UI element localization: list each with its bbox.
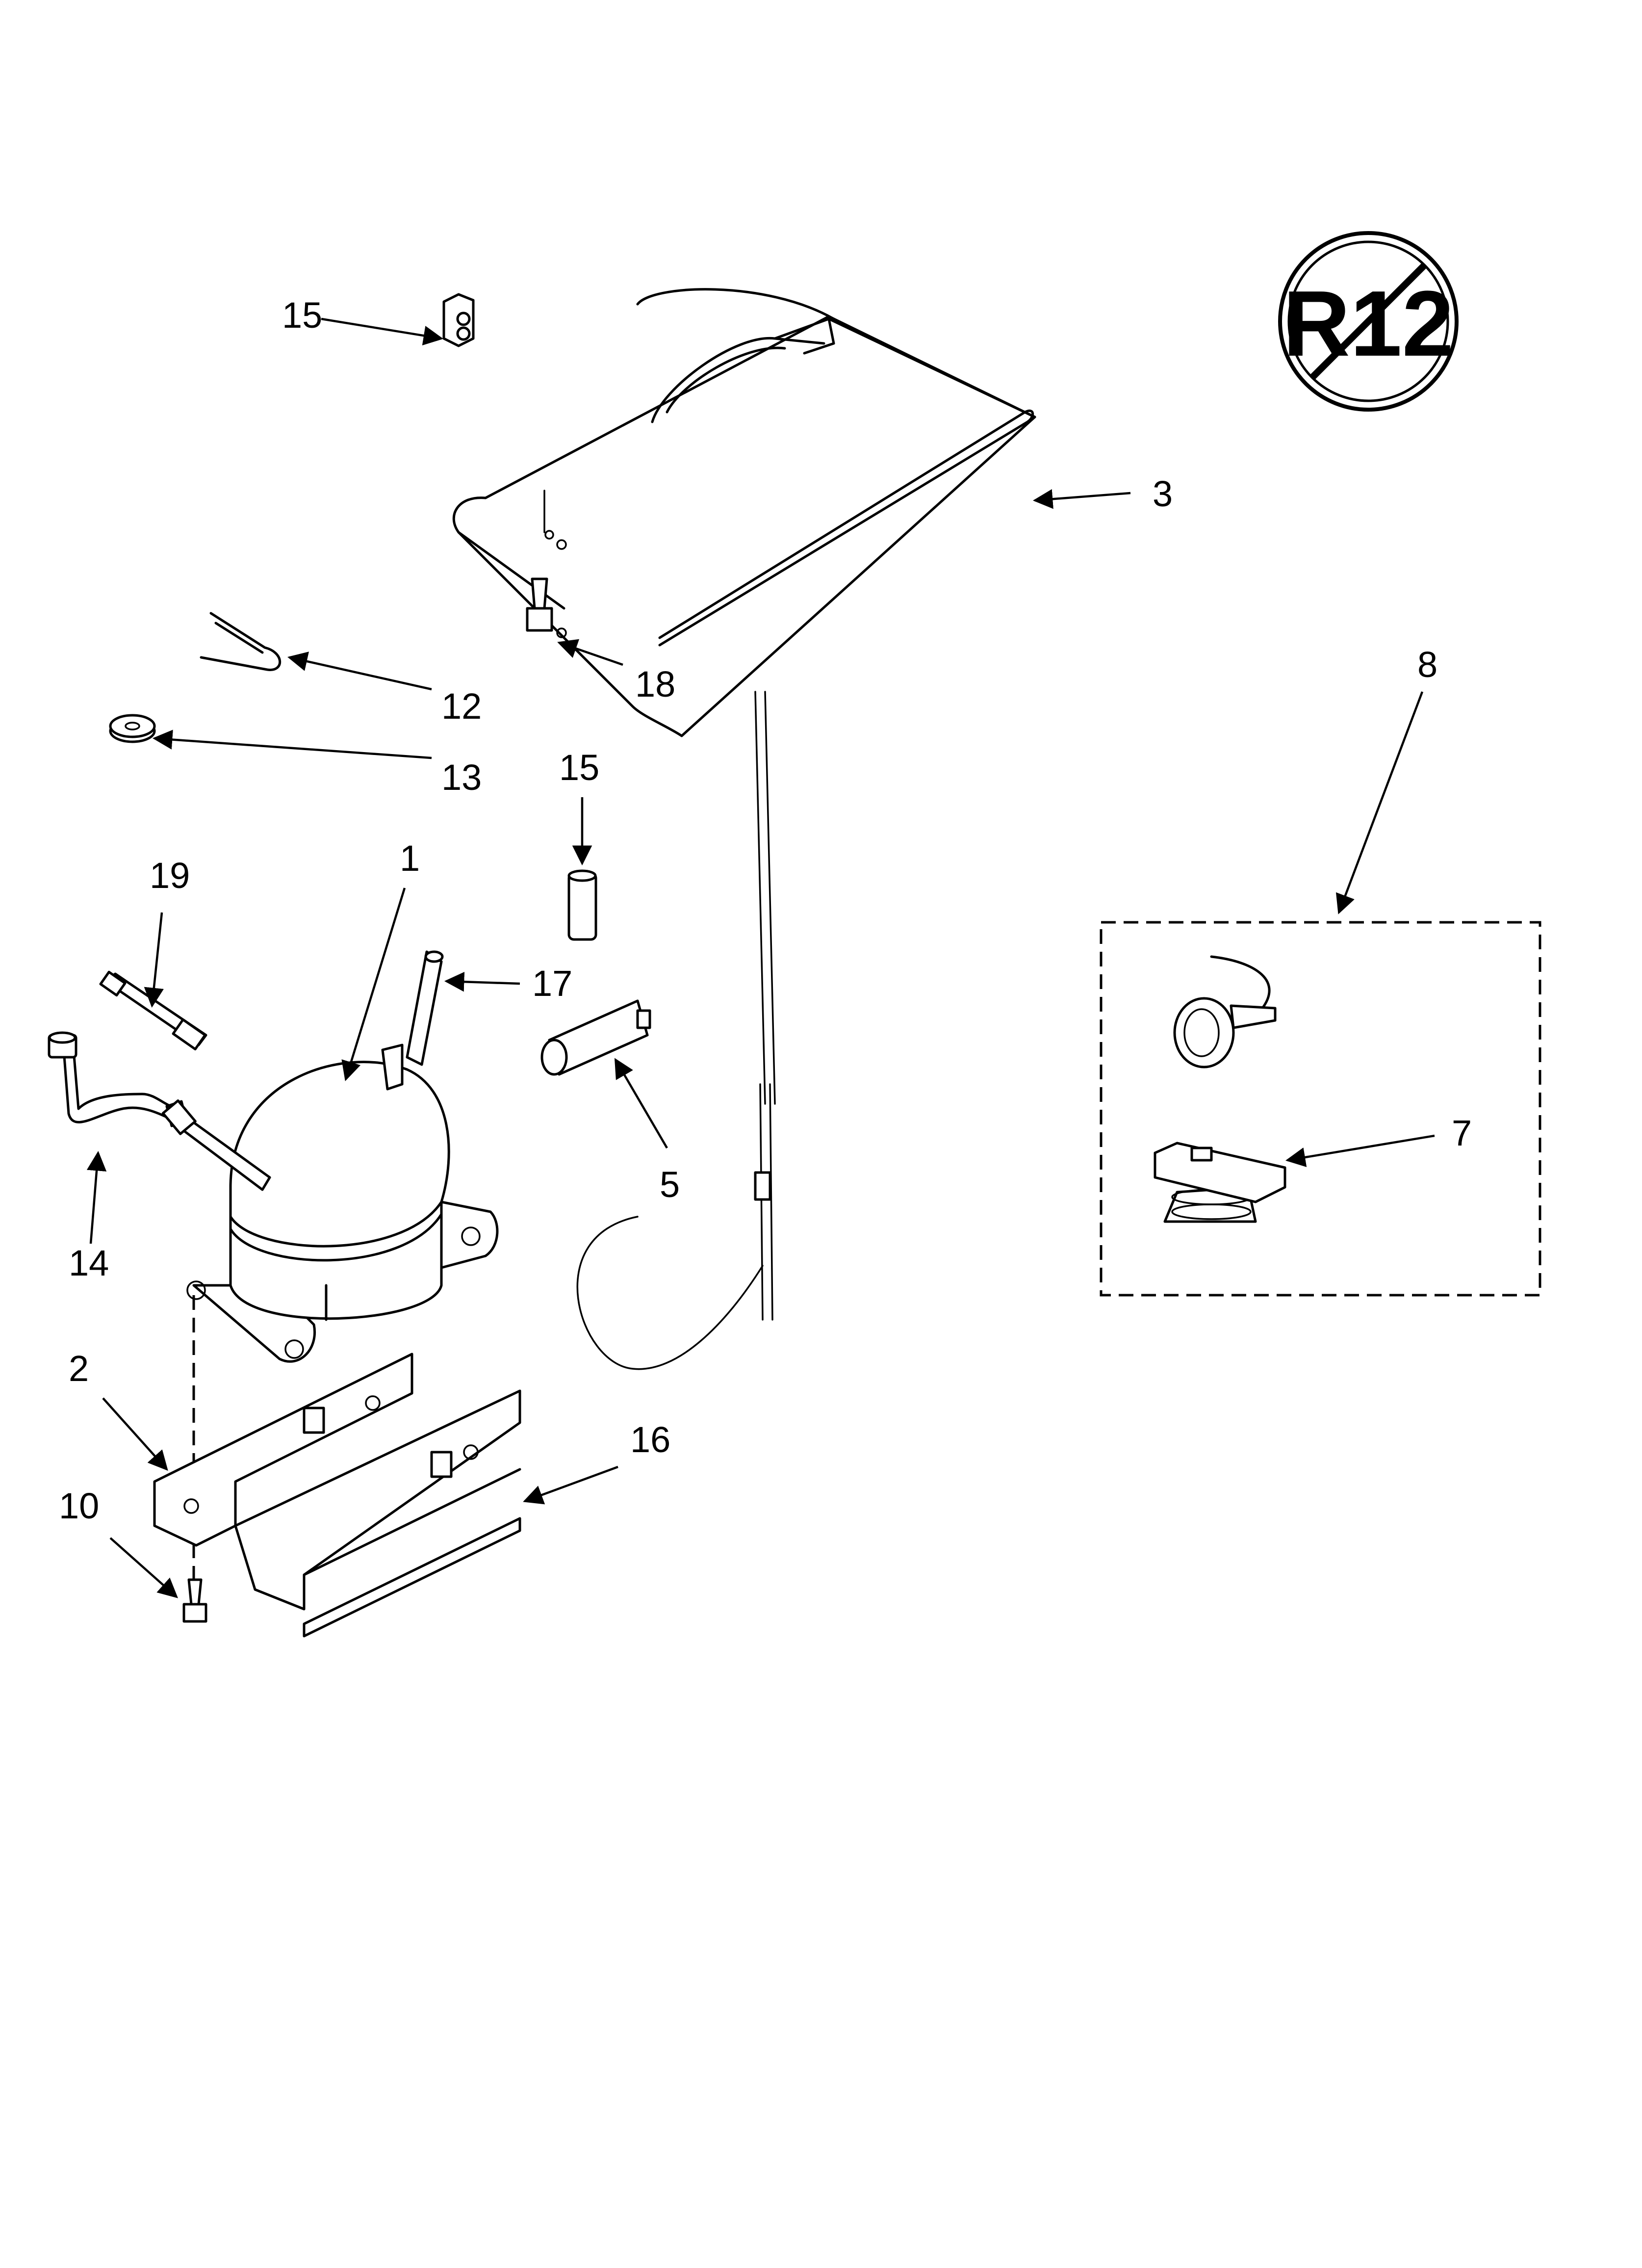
part-16-strip [303,1517,521,1638]
callout-12: 12 [441,686,482,727]
callout-labels: 15 3 18 12 13 15 17 5 8 7 1 19 14 2 16 1… [59,295,1472,1526]
part-5-drier [540,999,764,1370]
callout-18: 18 [635,664,675,704]
part-12-clip [200,612,282,671]
callout-7: 7 [1452,1113,1472,1153]
callout-8: 8 [1417,644,1437,685]
part-3-condenser-tray [452,288,1036,737]
no-r12-symbol: R12 [1278,231,1459,412]
callout-3: 3 [1153,473,1173,514]
part-4-clip [442,293,475,347]
callout-15: 15 [559,747,599,788]
part-1-compressor [161,1043,499,1363]
callout-2: 2 [69,1348,89,1389]
part-18-screw [526,577,553,632]
callout-13: 13 [441,757,482,798]
part-7-relay [1154,1142,1286,1223]
callout-1: 1 [400,838,420,879]
callout-14: 14 [69,1243,109,1283]
part-15-tube [567,869,597,941]
callout-19: 19 [150,855,190,896]
capillary-tube [754,691,776,1321]
part-8-overload [1173,955,1277,1069]
part-2-base-bracket [153,1353,521,1611]
callout-16: 16 [630,1419,670,1460]
callout-17: 17 [532,963,572,1004]
callout-10: 10 [59,1486,99,1526]
part-19-fitting [99,970,207,1051]
part-13-grommet [109,714,156,743]
part-17-tube [406,950,444,1066]
part-10-screw [182,1578,207,1623]
part-8-kit-box [1100,921,1541,1297]
leader-lines [86,317,1435,1598]
callout-5: 5 [660,1164,680,1205]
callout-4: 15 [282,295,322,336]
